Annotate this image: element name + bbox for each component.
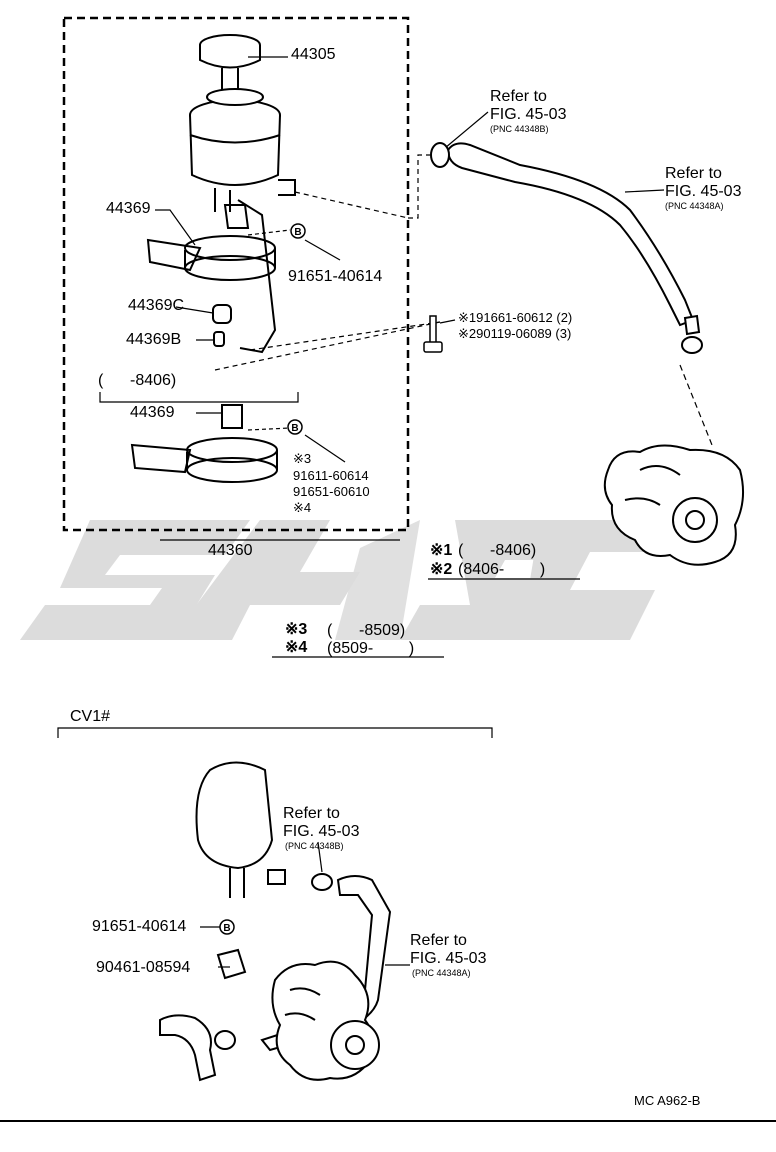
note-mark-2: ※2 [430,561,453,578]
bolt [423,315,443,353]
part-number-44360: 44360 [208,542,253,559]
power-steering-pump-upper [603,444,745,566]
part-number-91651-40614: 91651-40614 [288,268,383,285]
ref-label: Refer to [410,932,467,949]
part-number-91651-40614-cv1: 91651-40614 [92,918,187,935]
circle-b-label: B [223,923,230,934]
ref-pnc: (PNC 44348A) [665,201,724,211]
bracket-lower [130,404,278,483]
reservoir-cap [199,34,261,90]
ref-label: Refer to [665,165,722,182]
part-number-44369b: 44369B [126,331,182,348]
leader-lines [99,56,713,658]
power-steering-pump-lower [271,960,380,1081]
cv1-bracket [57,727,493,738]
ref-figure: FIG. 45-03 [490,106,567,123]
note-text-2: (8406- ) [458,561,546,578]
figure-code: MC A962-B [634,1093,701,1108]
part-number-90461-08594: 90461-08594 [96,959,191,976]
part-number-44369: 44369 [106,200,151,217]
ref-label: Refer to [490,88,547,105]
ref-figure: FIG. 45-03 [665,183,742,200]
ref-pnc: (PNC 44348B) [490,124,549,134]
note-mark-3: ※3 [285,621,308,638]
assembly-boundary [62,16,410,532]
part-number-91651-60610: 91651-60610 [293,484,370,499]
return-hose-upper [430,142,703,354]
ref-label: Refer to [283,805,340,822]
note-text-4: (8509- ) [327,640,415,657]
note-mark-4: ※4 [285,639,308,656]
leader-lines-lower [0,842,776,1122]
ref-figure: FIG. 45-03 [283,823,360,840]
circle-b-label: B [291,423,298,434]
note-marker-4: ※4 [293,500,312,515]
bolt-part-number-1: ※191661-60612 (2) [458,310,573,325]
part-number-91611-60614: 91611-60614 [293,468,369,483]
bracket-upper [146,199,277,354]
circle-b-markers [219,223,306,935]
note-mark-1: ※1 [430,542,453,559]
part-number-44305: 44305 [291,46,336,63]
ref-figure: FIG. 45-03 [410,950,487,967]
section-label-cv1: CV1# [70,708,111,725]
bolt-part-number-2: ※290119-06089 (3) [458,326,572,341]
date-range-8406: ( -8406) [98,372,177,389]
ref-pnc: (PNC 44348B) [285,841,344,851]
reservoir-tank-cv1 [195,761,286,898]
circle-b-label: B [294,227,301,238]
note-text-1: ( -8406) [458,542,537,559]
reservoir-tank [189,88,296,212]
ref-pnc: (PNC 44348A) [412,968,471,978]
part-number-44369-alt: 44369 [130,404,175,421]
part-number-44369c: 44369C [128,297,185,314]
note-text-3: ( -8509) [327,622,406,639]
note-marker-3: ※3 [293,451,312,466]
